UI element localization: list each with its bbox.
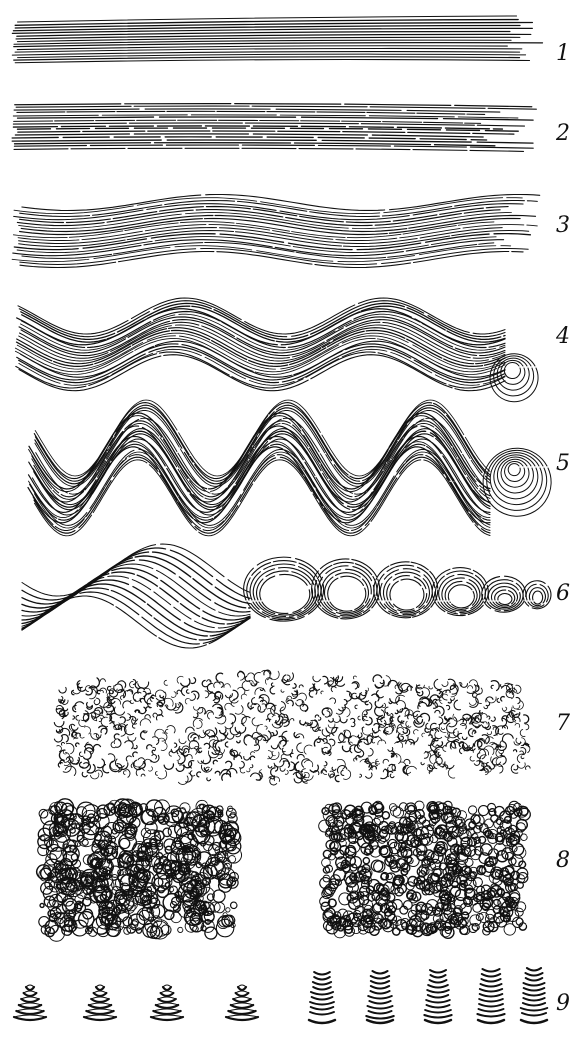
row-8-blocks (37, 799, 531, 941)
row-1-strands (12, 16, 542, 63)
row-label-3: 3 (556, 213, 570, 238)
row-5-strands (28, 400, 551, 536)
row-7-mass (54, 670, 530, 785)
row-label-7: 7 (556, 711, 570, 736)
row-2-strands (12, 104, 536, 152)
row-label-5: 5 (556, 451, 570, 476)
row-label-1: 1 (556, 41, 570, 66)
row-label-9: 9 (556, 991, 570, 1016)
row-label-8: 8 (556, 848, 570, 873)
row-label-2: 2 (555, 121, 570, 146)
row-6-strands (22, 544, 551, 648)
row-label-6: 6 (556, 581, 570, 606)
row-4-strands (15, 298, 538, 402)
row-9-spirals (14, 968, 547, 1023)
row-3-strands (12, 195, 540, 268)
row-label-4: 4 (555, 324, 570, 349)
